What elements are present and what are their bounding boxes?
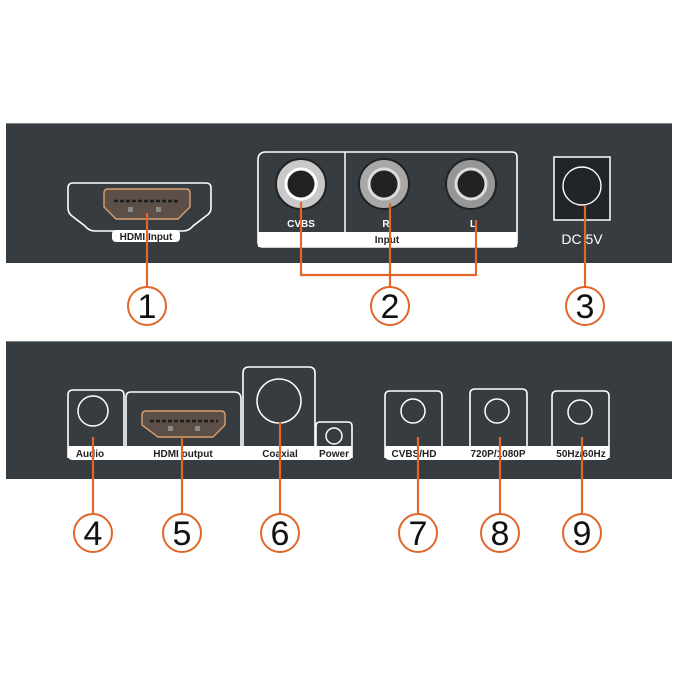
svg-text:7: 7 [409, 515, 428, 553]
svg-text:8: 8 [491, 515, 510, 553]
svg-text:1: 1 [138, 288, 157, 326]
input-group-label: Input [375, 235, 400, 246]
callout-5: 5 [162, 513, 202, 553]
top-callout-lines [145, 202, 587, 287]
r-jack-label: R [382, 219, 390, 230]
svg-text:2: 2 [381, 288, 400, 326]
cvbs-hd-label: CVBS/HD [391, 449, 436, 460]
svg-text:9: 9 [573, 515, 592, 553]
callout-6: 6 [260, 513, 300, 553]
callout-1: 1 [127, 286, 167, 326]
power-label: Power [319, 449, 349, 460]
dc-5v-label: DC 5V [561, 231, 603, 247]
svg-text:3: 3 [576, 288, 595, 326]
callout-4: 4 [73, 513, 113, 553]
l-jack-label: L [470, 219, 476, 230]
hdmi-output-label: HDMI output [153, 449, 213, 460]
svg-text:4: 4 [84, 515, 103, 553]
bottom-callout-lines [91, 422, 584, 514]
resolution-label: 720P/1080P [470, 449, 525, 460]
callout-9: 9 [562, 513, 602, 553]
av-input-group: CVBS R L Input [257, 151, 518, 248]
callout-circles: 1 2 3 4 5 6 7 8 9 [73, 286, 605, 553]
callout-8: 8 [480, 513, 520, 553]
callout-3: 3 [565, 286, 605, 326]
svg-text:6: 6 [271, 515, 290, 553]
callout-7: 7 [398, 513, 438, 553]
dc-power-jack: DC 5V [553, 156, 611, 247]
bottom-ports-left: Audio HDMI output Coaxial Power [67, 366, 353, 460]
hdmi-input-port: HDMI Input [67, 182, 212, 243]
audio-label: Audio [76, 449, 104, 460]
callout-2: 2 [370, 286, 410, 326]
svg-text:5: 5 [173, 515, 192, 553]
